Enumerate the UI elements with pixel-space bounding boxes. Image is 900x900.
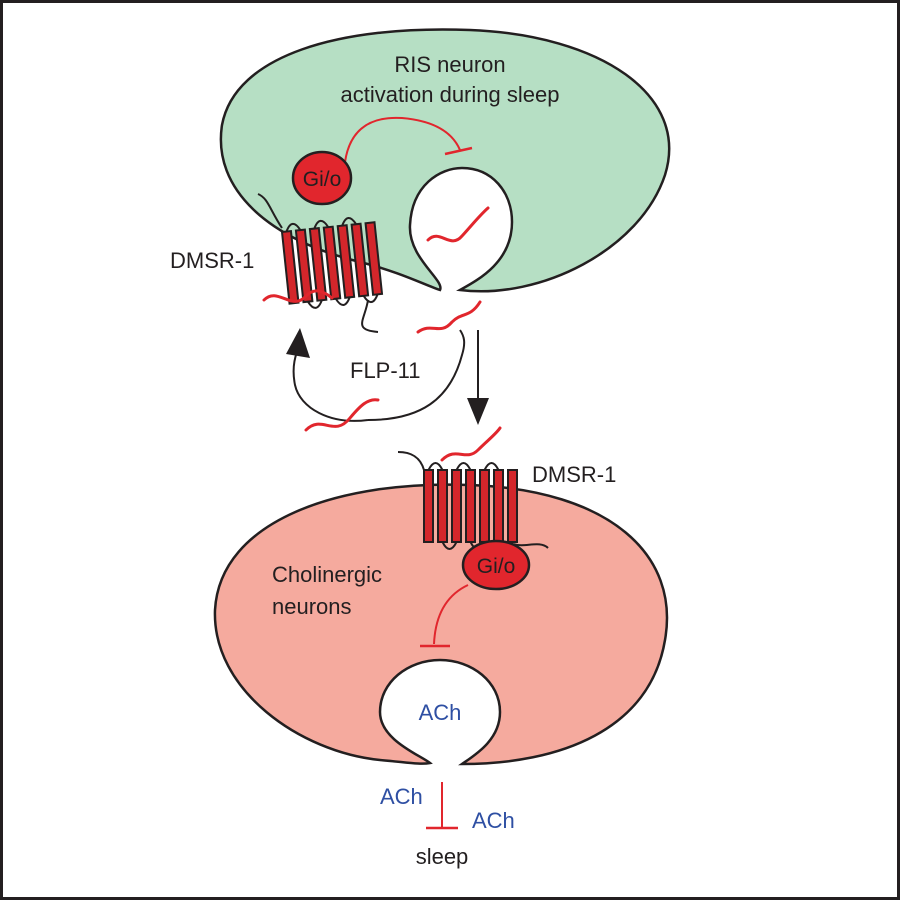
ris-inhibition-bar	[444, 146, 473, 156]
peptide-released	[416, 300, 482, 334]
autocrine-feedback-path	[292, 351, 369, 422]
dmsr1-bottom-label: DMSR-1	[532, 462, 616, 487]
ris-title-line2: activation during sleep	[341, 82, 560, 107]
downward-arrowhead	[467, 398, 489, 425]
release-curve	[367, 329, 466, 421]
receptor-bottom-n-tail	[397, 451, 425, 471]
cholinergic-inhibition-arc	[433, 584, 469, 645]
gio-bottom-label: Gi/o	[477, 555, 516, 578]
gio-top-label: Gi/o	[303, 168, 342, 191]
receptor-top-n-tail	[257, 193, 283, 229]
gio-bottom	[461, 539, 531, 591]
dmsr1-top-label: DMSR-1	[170, 248, 254, 273]
cholinergic-title-line2: neurons	[272, 594, 352, 619]
gio-top	[291, 150, 353, 206]
cholinergic-title-line1: Cholinergic	[272, 562, 382, 587]
peptide-bound-bottom	[440, 426, 502, 462]
peptide-in-vesicle	[426, 206, 490, 243]
receptor-top-c-tail	[361, 299, 379, 333]
ach-vesicle-label: ACh	[419, 700, 462, 725]
peptide-free	[304, 398, 380, 432]
receptor-bottom-c-tail	[513, 543, 549, 549]
peptide-bound-top	[262, 289, 334, 303]
ach-released-right: ACh	[472, 808, 515, 833]
autocrine-arrowhead	[286, 328, 310, 358]
ris-title-line1: RIS neuron	[394, 52, 505, 77]
dmsr1-receptor-bottom	[423, 462, 518, 550]
ris-inhibition-arc	[344, 116, 461, 163]
cholinergic-neuron-cell	[213, 483, 669, 766]
ach-released-left: ACh	[380, 784, 423, 809]
flp11-label: FLP-11	[350, 358, 421, 383]
sleep-label: sleep	[416, 844, 469, 869]
